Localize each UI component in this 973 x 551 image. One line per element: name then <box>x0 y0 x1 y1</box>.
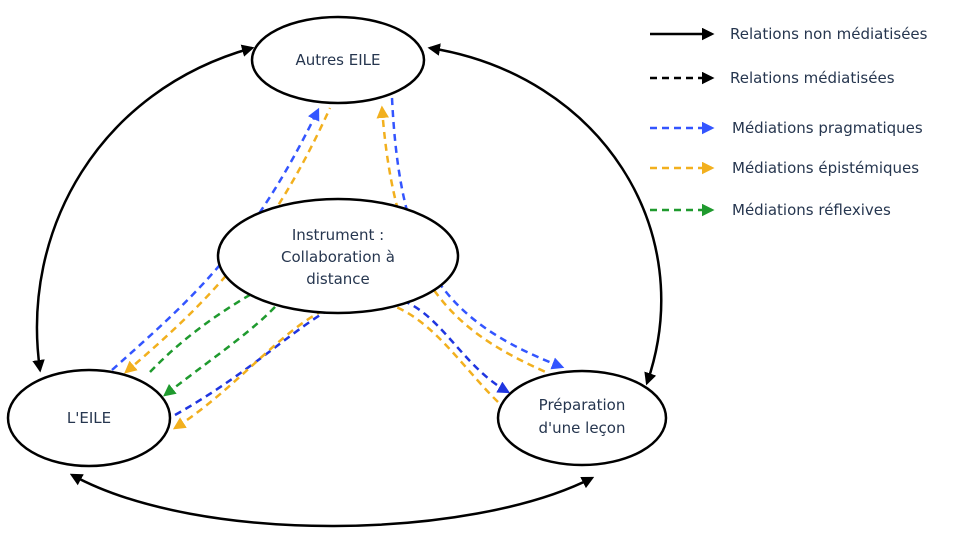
node-eile: L'EILE <box>6 368 172 468</box>
legend-item-non-mediated: Relations non médiatisées <box>650 25 928 43</box>
node-preparation-line-2: d'une leçon <box>539 419 626 437</box>
node-eile-label: L'EILE <box>67 409 111 427</box>
node-preparation: Préparation d'une leçon <box>496 369 668 467</box>
arrow-autres-preparation <box>427 43 663 386</box>
node-instrument-line-1: Instrument : <box>292 226 384 244</box>
legend-label-reflexive: Médiations réflexives <box>732 201 891 219</box>
node-autres-eile: Autres EILE <box>250 15 426 105</box>
legend-label-epistemic: Médiations épistémiques <box>732 159 919 177</box>
node-instrument-line-3: distance <box>306 270 370 288</box>
legend-label-pragmatic: Médiations pragmatiques <box>732 119 923 137</box>
node-instrument: Instrument : Collaboration à distance <box>216 197 460 315</box>
node-preparation-line-1: Préparation <box>539 396 626 414</box>
arrow-reflexive-loop <box>149 272 297 397</box>
legend-item-pragmatic: Médiations pragmatiques <box>650 119 923 137</box>
legend: Relations non médiatisées Relations médi… <box>650 25 928 219</box>
node-autres-eile-label: Autres EILE <box>295 51 380 69</box>
arrow-epistemic-preparation-to-autres <box>376 105 549 375</box>
legend-label-non-mediated: Relations non médiatisées <box>730 25 928 43</box>
node-instrument-line-2: Collaboration à <box>281 248 395 266</box>
arrow-eile-preparation <box>69 473 595 528</box>
legend-item-reflexive: Médiations réflexives <box>650 201 891 219</box>
legend-label-mediated: Relations médiatisées <box>730 69 895 87</box>
arrow-epistemic-preparation-to-eile <box>172 298 499 430</box>
legend-item-mediated: Relations médiatisées <box>650 69 895 87</box>
arrow-eile-autres <box>32 44 255 373</box>
legend-item-epistemic: Médiations épistémiques <box>650 159 919 177</box>
